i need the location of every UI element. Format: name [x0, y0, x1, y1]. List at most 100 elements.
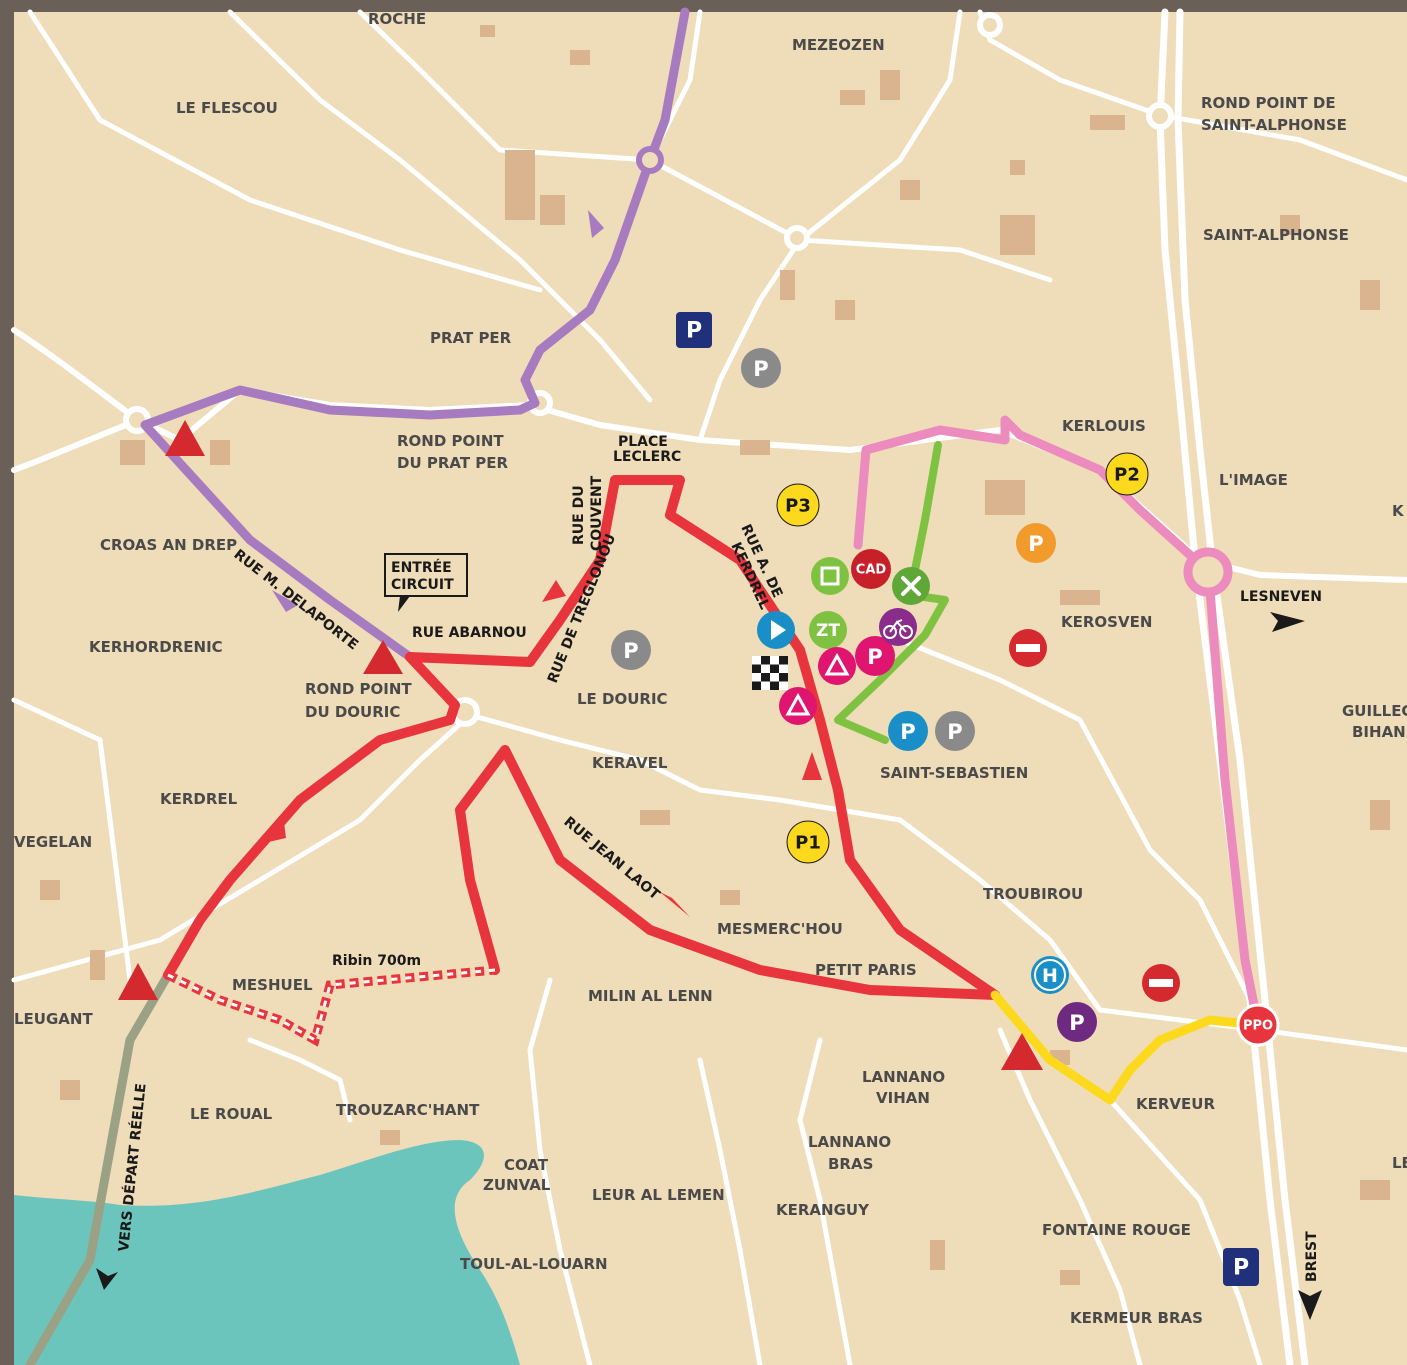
- parking-teal-icon[interactable]: [888, 711, 928, 751]
- place-mezeozen: MEZEOZEN: [792, 36, 885, 54]
- place-mesmerchou: MESMERC'HOU: [717, 920, 843, 938]
- place-kerlouis: KERLOUIS: [1062, 417, 1146, 435]
- p1-label: P1: [795, 833, 821, 854]
- place-guillec-1: GUILLEC: [1342, 702, 1407, 720]
- street-rue-abarnou: RUE ABARNOU: [412, 625, 527, 641]
- entree-circuit-line-2: CIRCUIT: [391, 577, 454, 593]
- place-rp-prat-per-1: ROND POINT: [397, 432, 504, 450]
- parking-grey-icon-3[interactable]: [935, 711, 975, 751]
- parking-grey-label-2: P: [623, 639, 638, 663]
- place-lannano-bras-1: LANNANO: [808, 1133, 891, 1151]
- triangle-marker-icon-1[interactable]: [818, 647, 856, 685]
- parking-grey-label-3: P: [947, 720, 962, 744]
- place-fontaine-rouge: FONTAINE ROUGE: [1042, 1221, 1191, 1239]
- bicycle-icon[interactable]: [879, 608, 917, 646]
- parking-blue-square-label: P: [686, 319, 702, 344]
- arrow-red-3: [264, 822, 286, 843]
- triangle-icon-2: [363, 640, 403, 674]
- parking-orange-icon[interactable]: [1016, 523, 1056, 563]
- parking-purple-label: P: [1069, 1011, 1084, 1035]
- parking-blue-square-icon-2[interactable]: [1223, 1248, 1259, 1286]
- cad-icon[interactable]: [851, 549, 891, 589]
- place-keranguy: KERANGUY: [776, 1201, 870, 1219]
- parking-purple-icon[interactable]: [1057, 1002, 1097, 1042]
- parking-blue-square-label-2: P: [1233, 1256, 1249, 1281]
- place-le-douric: LE DOURIC: [577, 690, 668, 708]
- arrow-down-purple-2: [272, 590, 298, 612]
- arrow-red-2: [802, 752, 822, 780]
- place-saint-alphonse: SAINT-ALPHONSE: [1203, 226, 1349, 244]
- triangle-marker-icon-2[interactable]: [779, 687, 817, 725]
- ppo-label: PPO: [1243, 1019, 1273, 1034]
- place-keravel: KERAVEL: [592, 754, 668, 772]
- place-lannano-vihan-1: LANNANO: [862, 1068, 945, 1086]
- place-meshuel: MESHUEL: [232, 976, 313, 994]
- zt-icon[interactable]: [809, 611, 847, 649]
- place-coat-zunval-2: ZUNVAL: [483, 1176, 551, 1194]
- land-area: [14, 12, 1407, 1365]
- place-place-leclerc-2: LECLERC: [613, 449, 681, 465]
- arrow-lesneven: [1270, 612, 1305, 632]
- place-labels: ROCHE MEZEOZEN LE FLESCOU ROND POINT DE …: [14, 10, 1407, 1327]
- place-le-roual: LE ROUAL: [190, 1105, 273, 1123]
- place-brest: BREST: [1304, 1231, 1320, 1282]
- place-leur-al-lemen: LEUR AL LEMEN: [592, 1186, 725, 1204]
- arrow-red-4: [660, 892, 690, 917]
- stop-square-icon[interactable]: [811, 557, 849, 595]
- place-roche: ROCHE: [368, 10, 426, 28]
- parking-grey-icon-2[interactable]: [611, 630, 651, 670]
- pink-route: [853, 415, 1263, 1030]
- place-lannano-vihan-2: VIHAN: [876, 1089, 930, 1107]
- place-rp-douric-2: DU DOURIC: [305, 703, 400, 721]
- parking-pink-icon[interactable]: [855, 636, 895, 676]
- place-rp-saint-alphonse-2: SAINT-ALPHONSE: [1201, 116, 1347, 134]
- triangle-icon-4: [1001, 1033, 1043, 1070]
- warning-triangles: [118, 420, 1043, 1070]
- cad-label: CAD: [856, 563, 887, 578]
- triangle-icon-3: [118, 963, 158, 1000]
- green-route: [834, 441, 949, 744]
- place-lesneven: LESNEVEN: [1240, 589, 1322, 605]
- parking-grey-icon-1[interactable]: [741, 348, 781, 388]
- place-saint-sebastien: SAINT-SEBASTIEN: [880, 764, 1028, 782]
- entree-circuit-line-1: ENTRÉE: [391, 559, 452, 576]
- place-kerdrel: KERDREL: [160, 790, 238, 808]
- street-rue-du-couvent-2: COUVENT: [589, 475, 605, 551]
- arrow-depart: [96, 1268, 118, 1290]
- place-croas-an-drep: CROAS AN DREP: [100, 536, 237, 554]
- place-coat-zunval-1: COAT: [504, 1156, 549, 1174]
- hospital-label: H: [1042, 965, 1058, 987]
- place-rp-saint-alphonse-1: ROND POINT DE: [1201, 94, 1336, 112]
- street-rue-du-couvent-1: RUE DU: [571, 485, 587, 545]
- parking-teal-label: P: [900, 720, 915, 744]
- place-leugant: LEUGANT: [14, 1010, 93, 1028]
- p1-icon[interactable]: [786, 820, 830, 864]
- pink-roundabout: [1183, 547, 1233, 597]
- place-vegelan: VEGELAN: [14, 833, 92, 851]
- hospital-icon[interactable]: [1031, 956, 1069, 994]
- p2-icon[interactable]: [1105, 452, 1149, 496]
- p3-label: P3: [785, 496, 811, 517]
- place-troubirou: TROUBIROU: [983, 885, 1083, 903]
- ppo-icon[interactable]: [1236, 1003, 1280, 1047]
- red-circuit-entry: [163, 652, 460, 980]
- place-l-image: L'IMAGE: [1219, 471, 1288, 489]
- finish-flag-icon: [752, 656, 788, 690]
- place-k-cut: K: [1392, 502, 1405, 520]
- parking-pink-label: P: [867, 645, 882, 669]
- water-area: [14, 1140, 520, 1365]
- p3-icon[interactable]: [776, 483, 820, 527]
- direction-arrows: [96, 210, 1322, 1320]
- arrow-brest: [1298, 1290, 1322, 1320]
- place-kermeur-bras: KERMEUR BRAS: [1070, 1309, 1203, 1327]
- ribin-label: Ribin 700m: [332, 953, 421, 969]
- place-rp-prat-per-2: DU PRAT PER: [397, 454, 509, 472]
- parking-orange-label: P: [1028, 532, 1043, 556]
- triangle-icon-1: [165, 420, 205, 456]
- p2-label: P2: [1114, 465, 1140, 486]
- parking-grey-label-1: P: [753, 357, 768, 381]
- parking-blue-square-icon[interactable]: [676, 312, 712, 348]
- place-le-flescou: LE FLESCOU: [176, 99, 278, 117]
- place-lannano-bras-2: BRAS: [828, 1155, 873, 1173]
